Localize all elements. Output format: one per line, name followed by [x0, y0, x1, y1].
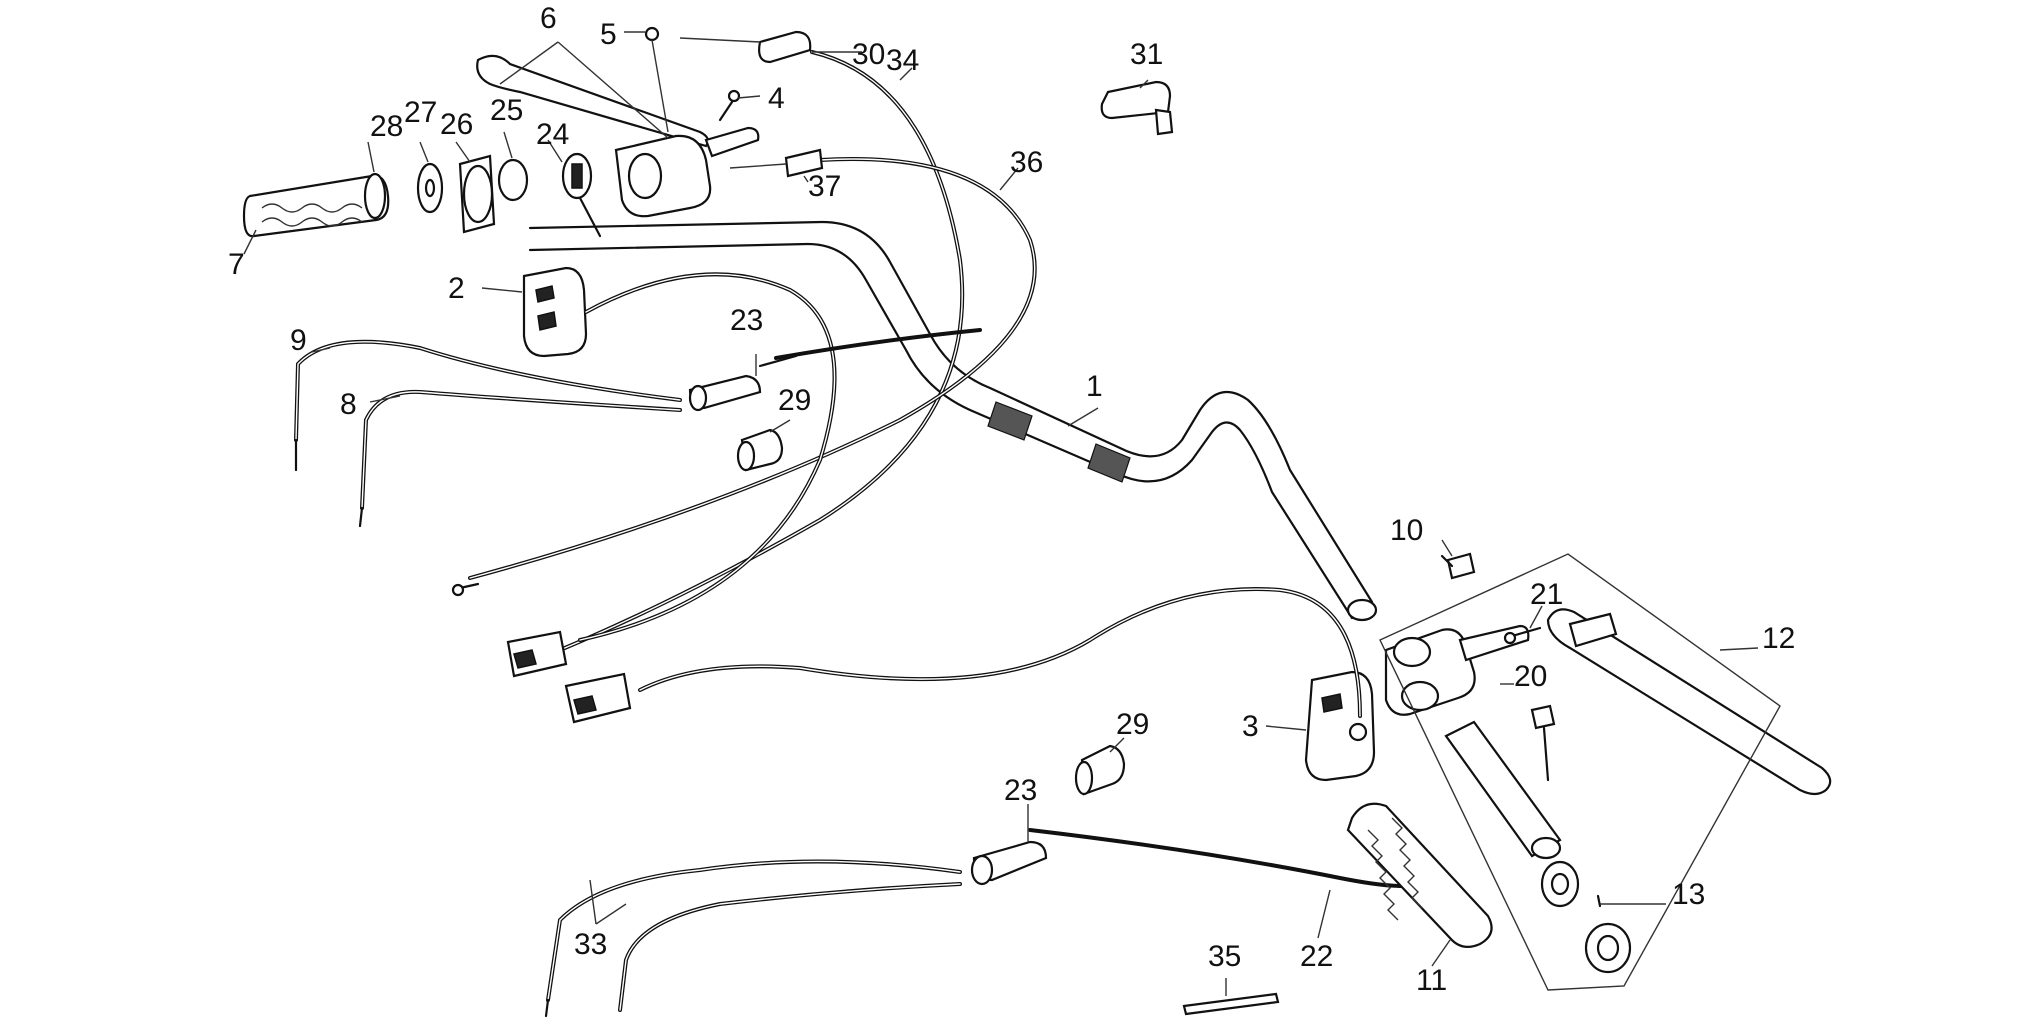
connector-left-2 [564, 672, 632, 724]
callout-13: 13 [1672, 878, 1705, 911]
right-switch-3 [1304, 670, 1376, 782]
cable-end-33 [544, 998, 550, 1018]
callout-29-bottom: 29 [1116, 708, 1149, 741]
callout-5: 5 [600, 18, 617, 51]
callout-34: 34 [886, 44, 919, 77]
callout-36: 36 [1010, 146, 1043, 179]
switch-31 [1100, 80, 1174, 136]
leader-lines [243, 30, 1759, 996]
switch-cable-right [638, 587, 1362, 718]
washer-27 [416, 162, 444, 214]
cable-34 [558, 50, 965, 652]
handlebar [528, 220, 1378, 622]
callout-26: 26 [440, 108, 473, 141]
connector-left-1 [506, 630, 568, 678]
left-grip [242, 174, 390, 238]
switch-20 [1530, 704, 1556, 782]
bolt-21 [1503, 626, 1542, 645]
callout-30: 30 [852, 38, 885, 71]
callout-2: 2 [448, 272, 465, 305]
assembly-group-outline-12 [1379, 553, 1781, 991]
throttle-cables-lower [546, 828, 1422, 1012]
throttle-cables-upper [294, 196, 982, 510]
callout-9: 9 [290, 324, 307, 357]
callout-11: 11 [1416, 964, 1447, 997]
throttle-pulley-26 [458, 154, 496, 234]
switch-cable-left [578, 272, 837, 642]
cap-29-bottom [1074, 744, 1126, 796]
cap-29-top [736, 428, 784, 472]
callout-27: 27 [404, 96, 437, 129]
callout-4: 4 [768, 82, 785, 115]
callout-31: 31 [1130, 38, 1163, 71]
adjuster-23-top [688, 374, 762, 412]
callout-23-bottom: 23 [1004, 774, 1037, 807]
callout-labels: 6 5 4 30 34 31 28 27 26 25 24 37 36 7 2 … [228, 2, 1795, 997]
pin-small-13 [1596, 894, 1602, 908]
callout-33: 33 [574, 928, 607, 961]
bush-24 [561, 152, 593, 200]
callout-21: 21 [1530, 578, 1563, 611]
washer-right-1 [1540, 860, 1580, 908]
adjuster-23-bottom [970, 840, 1048, 886]
right-grip-11 [1346, 802, 1493, 949]
callout-28: 28 [370, 110, 403, 143]
washer-28 [363, 172, 387, 220]
callout-1: 1 [1086, 370, 1103, 403]
callout-29-top: 29 [778, 384, 811, 417]
cable-end-lower-left [451, 582, 480, 597]
callout-23-top: 23 [730, 304, 763, 337]
callout-3: 3 [1242, 710, 1259, 743]
nut-10 [1440, 552, 1476, 580]
brake-lever [1546, 608, 1832, 796]
brake-master-cylinder [1384, 624, 1530, 716]
callout-8: 8 [340, 388, 357, 421]
callout-10: 10 [1390, 514, 1423, 547]
callout-22: 22 [1300, 940, 1333, 973]
callout-6: 6 [540, 2, 557, 35]
cable-36 [468, 157, 1037, 580]
callout-35: 35 [1208, 940, 1241, 973]
cable-end-8 [358, 506, 364, 528]
callout-37: 37 [808, 170, 841, 203]
callout-24: 24 [536, 118, 569, 151]
right-throttle-tube [1444, 720, 1562, 860]
callout-12: 12 [1762, 622, 1795, 655]
washer-right-2 [1584, 922, 1632, 974]
cable-tie-35 [1182, 992, 1280, 1016]
callout-7: 7 [228, 248, 245, 281]
callout-25: 25 [490, 94, 523, 127]
callout-20: 20 [1514, 660, 1547, 693]
pin-5 [644, 26, 660, 42]
lever-bracket [614, 126, 760, 218]
washer-25 [497, 158, 529, 202]
left-switch-2 [522, 266, 588, 358]
screw-4 [718, 89, 741, 122]
